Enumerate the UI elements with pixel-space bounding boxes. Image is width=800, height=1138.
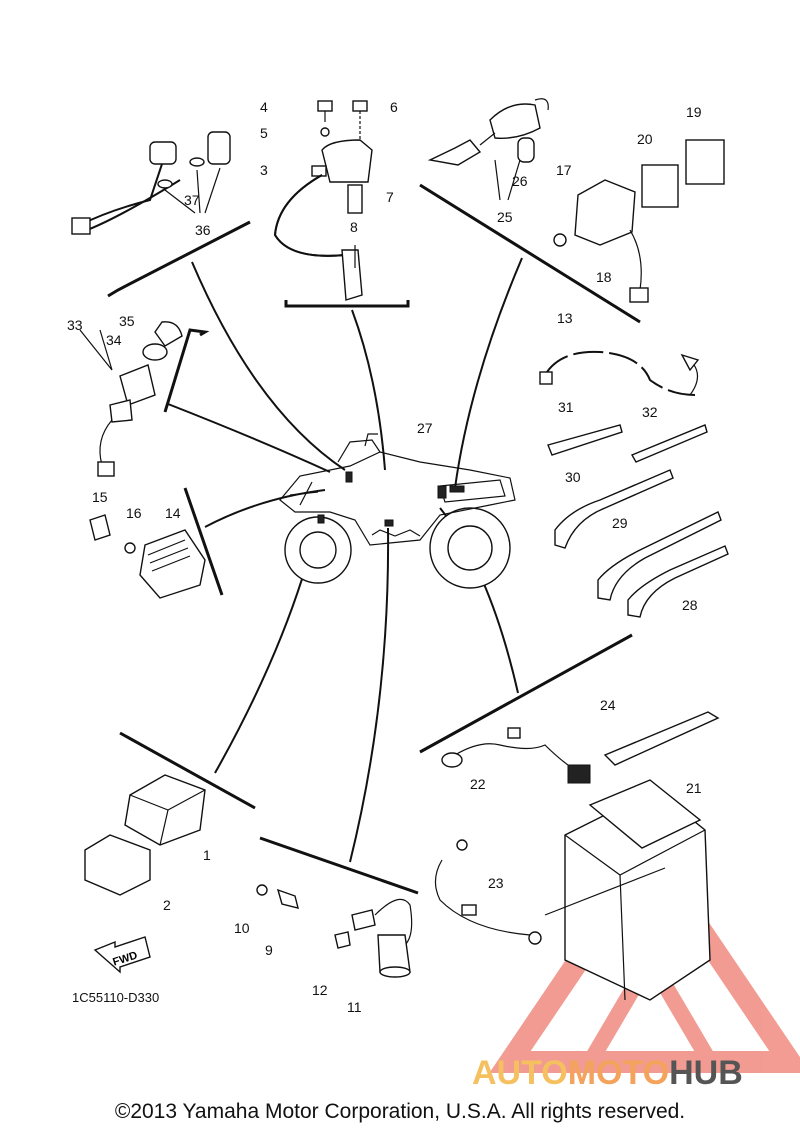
part-label-17: 17 [556, 162, 572, 178]
part-label-6: 6 [390, 99, 398, 115]
main-switch-group [79, 321, 183, 477]
part-label-24: 24 [600, 697, 616, 713]
part-label-1: 1 [203, 847, 211, 863]
cable-tie-group [539, 350, 729, 618]
battery-group [434, 711, 720, 1001]
part-label-4: 4 [260, 99, 268, 115]
part-label-21: 21 [686, 780, 702, 796]
part-label-5: 5 [260, 125, 268, 141]
watermark-text-moto: MOTO [567, 1054, 670, 1092]
part-label-7: 7 [386, 189, 394, 205]
group-brackets [107, 183, 641, 895]
part-label-25: 25 [497, 209, 513, 225]
part-label-9: 9 [265, 942, 273, 958]
starter-relay-group [256, 884, 413, 978]
relay-switch-group [427, 98, 725, 303]
part-label-19: 19 [686, 104, 702, 120]
copyright-notice: ©2013 Yamaha Motor Corporation, U.S.A. A… [114, 1100, 686, 1123]
part-label-29: 29 [612, 515, 628, 531]
part-label-16: 16 [126, 505, 142, 521]
atv-illustration [279, 433, 516, 589]
forward-arrow-icon [93, 936, 151, 974]
drawing-code: 1C55110-D330 [72, 990, 159, 1005]
part-label-37: 37 [184, 192, 200, 208]
watermark-text-hub: HUB [669, 1054, 743, 1092]
part-label-14: 14 [165, 505, 181, 521]
part-label-26: 26 [512, 173, 528, 189]
part-label-23: 23 [488, 875, 504, 891]
harness-connector-group [71, 131, 231, 235]
part-label-12: 12 [312, 982, 328, 998]
part-label-13: 13 [557, 310, 573, 326]
part-label-27: 27 [417, 420, 433, 436]
part-label-22: 22 [470, 776, 486, 792]
part-number-labels: 1 2 3 4 5 6 7 8 9 10 11 12 13 14 15 16 1… [67, 99, 702, 1015]
part-label-36: 36 [195, 222, 211, 238]
part-label-35: 35 [119, 313, 135, 329]
part-label-34: 34 [106, 332, 122, 348]
part-label-31: 31 [558, 399, 574, 415]
rectifier-group [89, 514, 206, 599]
watermark-text-auto: AUTO [472, 1054, 568, 1092]
part-label-10: 10 [234, 920, 250, 936]
part-label-20: 20 [637, 131, 653, 147]
part-label-30: 30 [565, 469, 581, 485]
part-label-28: 28 [682, 597, 698, 613]
part-label-32: 32 [642, 404, 658, 420]
part-label-11: 11 [347, 999, 362, 1015]
part-label-18: 18 [596, 269, 612, 285]
cdi-unit-group [84, 774, 206, 896]
part-label-3: 3 [260, 162, 268, 178]
part-label-15: 15 [92, 489, 108, 505]
ignition-coil-group [273, 100, 373, 301]
watermark-brand-text: AUTOMOTOHUB [472, 1054, 743, 1093]
part-label-2: 2 [163, 897, 171, 913]
part-label-33: 33 [67, 317, 83, 333]
part-label-8: 8 [350, 219, 358, 235]
